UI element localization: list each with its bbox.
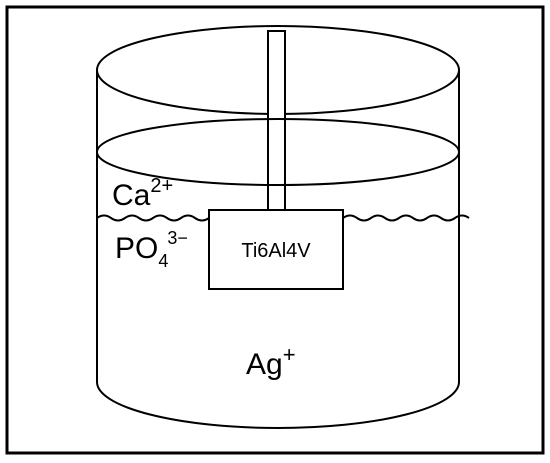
- calcium-ion-label: Ca2+: [112, 175, 173, 212]
- calcium-symbol: Ca: [112, 179, 151, 212]
- silver-charge: +: [283, 342, 296, 367]
- phosphate-symbol: PO: [115, 232, 158, 265]
- silver-symbol: Ag: [246, 348, 283, 381]
- sample-block: [208, 209, 344, 290]
- solution-surface: [96, 118, 460, 186]
- phosphate-ion-label: PO4 3−: [115, 228, 188, 271]
- phosphate-subscript: 4: [158, 251, 168, 271]
- sample-label: Ti6Al4V: [241, 240, 311, 262]
- wavy-interface-right: [342, 214, 470, 222]
- phosphate-charge: 3−: [167, 228, 188, 248]
- wavy-interface-left: [96, 214, 210, 222]
- silver-ion-label: Ag+: [246, 342, 296, 381]
- beaker-bottom: [96, 381, 460, 429]
- calcium-charge: 2+: [150, 175, 173, 197]
